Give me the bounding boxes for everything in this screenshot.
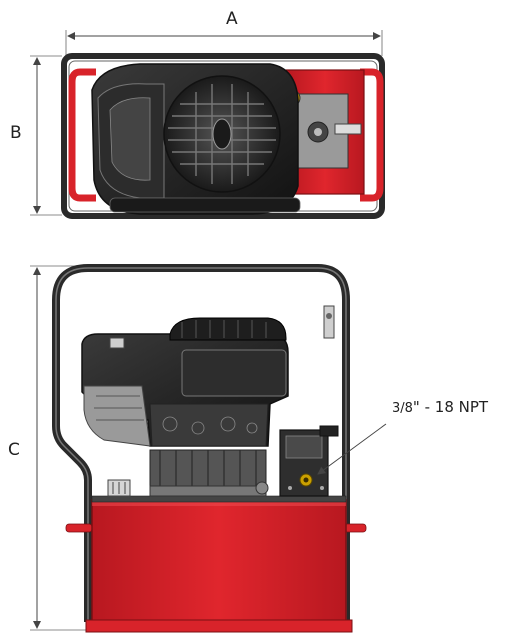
dimension-c-label: C bbox=[8, 440, 20, 460]
handle-right-top bbox=[360, 68, 384, 202]
pump-side-view bbox=[52, 264, 367, 633]
dimension-b: B bbox=[10, 55, 62, 216]
dimension-a: A bbox=[65, 9, 383, 56]
port-size-fraction: 3/8 bbox=[392, 401, 413, 416]
reservoir-tank bbox=[91, 499, 347, 623]
dimension-a-label: A bbox=[226, 9, 238, 29]
port-size-suffix: " - 18 NPT bbox=[413, 398, 489, 416]
port-callout: 3/8" - 18 NPT bbox=[317, 398, 489, 475]
dimension-b-label: B bbox=[10, 123, 22, 143]
port-size-label: 3/8" - 18 NPT bbox=[392, 398, 489, 416]
filler-cap-icon bbox=[107, 479, 131, 497]
dimension-c: C bbox=[8, 265, 90, 631]
pump-top-view bbox=[61, 53, 385, 219]
tank-base bbox=[85, 619, 353, 633]
handle-left-top bbox=[68, 68, 96, 202]
